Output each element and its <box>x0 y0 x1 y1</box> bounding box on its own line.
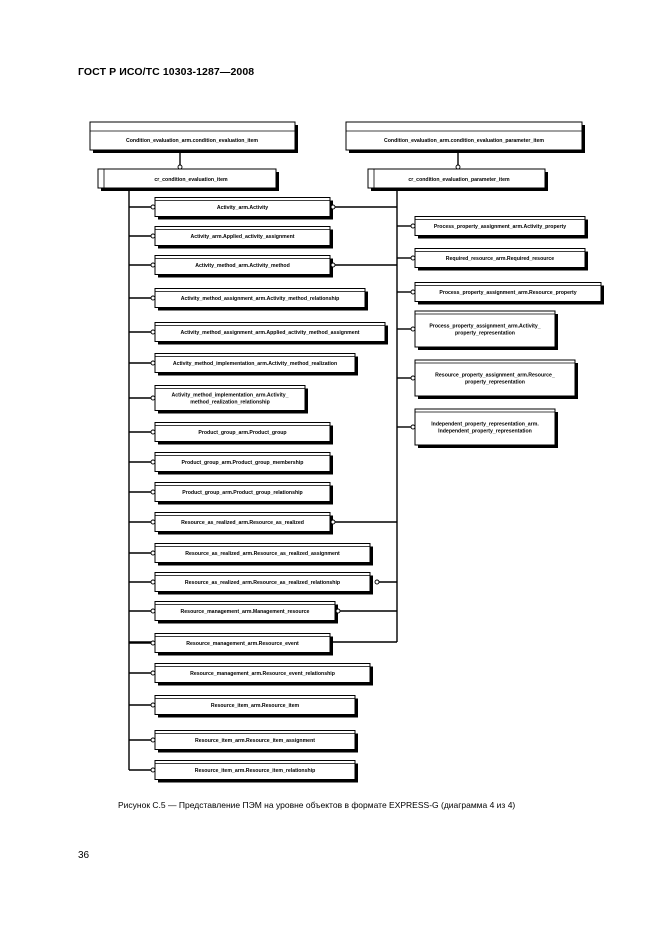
left-entity-box[interactable]: Activity_method_arm.Activity_method <box>154 255 333 278</box>
left-entity-box[interactable]: Activity_arm.Activity <box>154 197 333 220</box>
entity-label: Product_group_arm.Product_group_membersh… <box>182 460 304 466</box>
entity-label: Resource_item_arm.Resource_item_assignme… <box>195 738 315 744</box>
right-entity-box[interactable]: Resource_property_assignment_arm.Resourc… <box>414 359 578 399</box>
entity-label: Process_property_assignment_arm.Activity… <box>434 224 566 230</box>
entity-label: Resource_item_arm.Resource_item <box>211 703 300 709</box>
entity-label: property_representation <box>465 380 525 386</box>
left-entity-box[interactable]: Product_group_arm.Product_group_relation… <box>154 482 333 505</box>
entity-label: Activity_arm.Applied_activity_assignment <box>190 234 294 240</box>
top-left-entity-box[interactable]: Condition_evaluation_arm.condition_evalu… <box>89 121 298 153</box>
entity-label: Required_resource_arm.Required_resource <box>446 256 555 262</box>
entity-label: Resource_as_realized_arm.Resource_as_rea… <box>185 580 340 586</box>
left-entity-box[interactable]: Resource_item_arm.Resource_item <box>154 695 358 718</box>
right-entity-box[interactable]: Process_property_assignment_arm.Activity… <box>414 310 558 350</box>
entity-label: Process_property_assignment_arm.Resource… <box>439 290 576 296</box>
left-entity-box[interactable]: Activity_arm.Applied_activity_assignment <box>154 226 333 249</box>
left-entity-box[interactable]: Resource_as_realized_arm.Resource_as_rea… <box>154 572 373 595</box>
entity-label: Resource_management_arm.Resource_event <box>186 641 299 647</box>
right-item-list: Process_property_assignment_arm.Activity… <box>397 216 604 448</box>
select-right-label: cr_condition_evaluation_parameter_item <box>408 177 510 183</box>
left-entity-box[interactable]: Activity_method_assignment_arm.Applied_a… <box>154 322 388 345</box>
left-entity-box[interactable]: Resource_item_arm.Resource_item_relation… <box>154 760 358 783</box>
left-item-list: Activity_arm.ActivityActivity_arm.Applie… <box>129 197 397 783</box>
top-right-entity-label: Condition_evaluation_arm.condition_evalu… <box>384 138 544 144</box>
right-entity-box[interactable]: Independent_property_representation_arm.… <box>414 408 558 448</box>
entity-label: Resource_as_realized_arm.Resource_as_rea… <box>181 520 304 526</box>
entity-label: Activity_method_assignment_arm.Applied_a… <box>180 330 359 336</box>
entity-label: Activity_arm.Activity <box>217 205 268 211</box>
entity-label: Resource_management_arm.Resource_event_r… <box>190 671 335 677</box>
select-left-box[interactable]: cr_condition_evaluation_item <box>97 168 279 191</box>
entity-label: Activity_method_arm.Activity_method <box>195 263 290 269</box>
top-right-entity-box[interactable]: Condition_evaluation_arm.condition_evalu… <box>345 121 585 153</box>
entity-label: Product_group_arm.Product_group_relation… <box>182 490 302 496</box>
left-entity-box[interactable]: Resource_management_arm.Resource_event <box>154 633 333 656</box>
left-entity-box[interactable]: Activity_method_assignment_arm.Activity_… <box>154 288 368 311</box>
entity-label: Resource_management_arm.Management_resou… <box>181 609 310 615</box>
left-entity-box[interactable]: Product_group_arm.Product_group_membersh… <box>154 452 333 475</box>
entity-label: Activity_method_implementation_arm.Activ… <box>171 393 288 399</box>
left-entity-box[interactable]: Resource_as_realized_arm.Resource_as_rea… <box>154 512 333 535</box>
entity-label: property_representation <box>455 331 515 337</box>
entity-label: Independent_property_representation <box>438 429 532 435</box>
entity-label: Resource_property_assignment_arm.Resourc… <box>435 373 555 379</box>
left-entity-box[interactable]: Resource_as_realized_arm.Resource_as_rea… <box>154 543 373 566</box>
top-left-entity-label: Condition_evaluation_arm.condition_evalu… <box>126 138 258 144</box>
document-header: ГОСТ Р ИСО/ТС 10303-1287—2008 <box>78 66 255 78</box>
entity-label: method_realization_relationship <box>190 400 270 406</box>
entity-label: Product_group_arm.Product_group <box>198 430 286 436</box>
page-number: 36 <box>78 850 90 861</box>
entity-label: Resource_as_realized_arm.Resource_as_rea… <box>185 551 340 557</box>
select-right-box[interactable]: cr_condition_evaluation_parameter_item <box>367 168 548 191</box>
right-entity-box[interactable]: Process_property_assignment_arm.Resource… <box>414 282 604 305</box>
left-entity-box[interactable]: Resource_item_arm.Resource_item_assignme… <box>154 730 358 753</box>
figure-caption: Рисунок С.5 — Представление ПЭМ на уровн… <box>118 800 516 810</box>
entity-label: Activity_method_assignment_arm.Activity_… <box>181 296 340 302</box>
entity-label: Activity_method_implementation_arm.Activ… <box>173 361 337 367</box>
left-entity-box[interactable]: Product_group_arm.Product_group <box>154 422 333 445</box>
left-entity-box[interactable]: Resource_management_arm.Management_resou… <box>154 601 338 624</box>
select-left-label: cr_condition_evaluation_item <box>154 177 228 183</box>
left-entity-box[interactable]: Resource_management_arm.Resource_event_r… <box>154 663 373 686</box>
left-entity-box[interactable]: Activity_method_implementation_arm.Activ… <box>154 385 308 414</box>
right-entity-box[interactable]: Required_resource_arm.Required_resource <box>414 248 588 271</box>
left-entity-box[interactable]: Activity_method_implementation_arm.Activ… <box>154 353 358 376</box>
right-entity-box[interactable]: Process_property_assignment_arm.Activity… <box>414 216 588 239</box>
entity-label: Independent_property_representation_arm. <box>431 422 539 428</box>
entity-label: Process_property_assignment_arm.Activity… <box>429 324 540 330</box>
entity-label: Resource_item_arm.Resource_item_relation… <box>195 768 316 774</box>
